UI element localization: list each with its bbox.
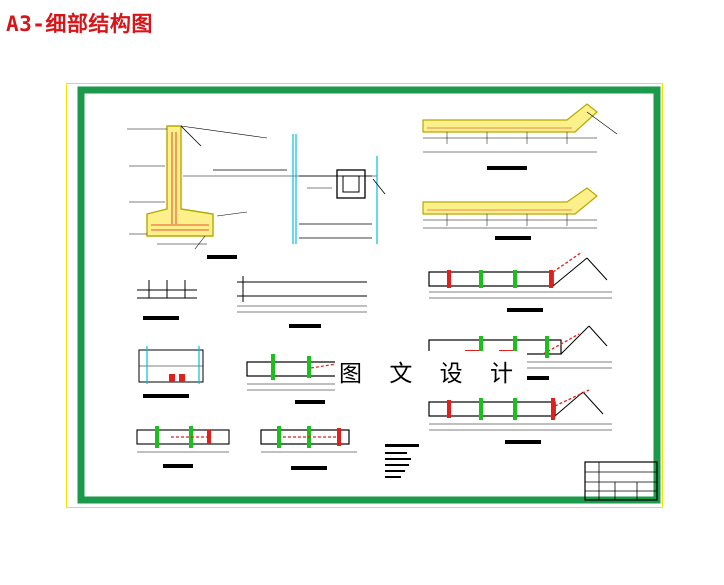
slope-fill-middle [422,187,598,215]
sloped-section-top [422,103,618,170]
drawing-frame [77,86,661,504]
detail-center-1 [237,276,367,328]
page-title: A3-细部结构图 [6,12,153,36]
watermark-text: 图 文 设 计 [339,361,523,387]
detail-center-3 [260,426,357,470]
detail-small-1 [137,280,197,320]
sloped-section-middle [422,187,598,240]
wall-section-fill [146,125,214,237]
slope-fill-top [422,103,598,133]
cad-drawing [77,86,661,504]
notes-block [385,444,419,478]
detail-small-3 [136,426,230,468]
drawing-sheet: 图 文 设 计 [66,83,663,508]
title-block [584,461,658,501]
detail-small-2 [138,346,204,398]
sections-right [428,251,612,444]
retaining-wall-section [127,125,386,259]
section-right-1 [428,251,612,312]
details-left [136,280,230,468]
section-right-3 [428,389,612,444]
watermark: 图 文 设 计 [335,351,527,391]
